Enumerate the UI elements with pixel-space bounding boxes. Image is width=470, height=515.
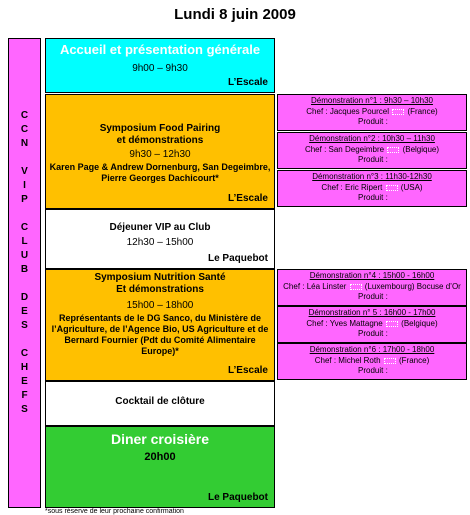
demo-produit: Produit : bbox=[358, 155, 388, 164]
demo-box: Démonstration n°6 : 17h00 - 18h00 Chef :… bbox=[277, 343, 467, 380]
demo-produit: Produit : bbox=[358, 366, 388, 375]
sidebar-letter: C bbox=[20, 124, 29, 135]
demo-produit: Produit : bbox=[358, 329, 388, 338]
food-speakers: Karen Page & Andrew Dornenburg, San Dege… bbox=[49, 162, 271, 183]
demo-box: Démonstration n° 5 : 16h00 - 17h00 Chef … bbox=[277, 306, 467, 343]
demo-produit: Produit : bbox=[358, 193, 388, 202]
demo-box: Démonstration n°4 : 15h00 - 16h00 Chef :… bbox=[277, 269, 467, 306]
demo-heading: Démonstration n°4 : 15h00 - 16h00 bbox=[309, 271, 435, 280]
demo-produit: Produit : bbox=[358, 292, 388, 301]
accueil-title: Accueil et présentation générale bbox=[59, 42, 261, 57]
block-accueil: Accueil et présentation générale 9h00 – … bbox=[45, 38, 275, 93]
demo-country: (USA) bbox=[400, 183, 423, 192]
demo-heading: Démonstration n°1 : 9h30 – 10h30 bbox=[311, 96, 433, 105]
dejeuner-location: Le Paquebot bbox=[207, 253, 268, 264]
nutrition-title-1: Symposium Nutrition Santé bbox=[94, 272, 226, 283]
demo-heading: Démonstration n° 5 : 16h00 - 17h00 bbox=[308, 308, 436, 317]
sidebar-letter bbox=[23, 151, 26, 165]
page-title: Lundi 8 juin 2009 bbox=[174, 6, 296, 23]
accueil-time: 9h00 – 9h30 bbox=[132, 63, 188, 74]
flag-icon bbox=[387, 146, 400, 153]
nutrition-title-2: Et démonstrations bbox=[116, 284, 204, 295]
sidebar-letter: C bbox=[20, 348, 29, 359]
sidebar-letter bbox=[23, 333, 26, 347]
diner-title: Diner croisière bbox=[110, 431, 210, 447]
sidebar-letter: H bbox=[20, 362, 29, 373]
demo-chef: Chef : Eric Ripert bbox=[321, 183, 383, 192]
sidebar-letter: E bbox=[21, 306, 28, 317]
cocktail-title: Cocktail de clôture bbox=[115, 396, 205, 407]
block-nutrition: Symposium Nutrition Santé Et démonstrati… bbox=[45, 269, 275, 381]
demo-country: (Belgique) bbox=[401, 319, 438, 328]
nutrition-time: 15h00 – 18h00 bbox=[126, 300, 194, 311]
block-cocktail: Cocktail de clôture bbox=[45, 381, 275, 426]
flag-icon bbox=[392, 108, 405, 115]
demo-chef: Chef : San Degeimbre bbox=[304, 145, 385, 154]
nutrition-location: L’Escale bbox=[227, 365, 268, 376]
block-diner: Diner croisière 20h00 Le Paquebot bbox=[45, 426, 275, 508]
sidebar-letter: L bbox=[21, 236, 28, 247]
diner-time: 20h00 bbox=[144, 451, 176, 463]
sidebar-letter: S bbox=[21, 320, 28, 331]
diner-location: Le Paquebot bbox=[207, 492, 268, 503]
flag-icon bbox=[383, 357, 396, 364]
food-title-1: Symposium Food Pairing bbox=[99, 123, 221, 134]
sidebar-letter: E bbox=[21, 376, 28, 387]
sidebar-letter: D bbox=[20, 292, 29, 303]
demo-produit: Produit : bbox=[358, 117, 388, 126]
block-food-pairing: Symposium Food Pairing et démonstrations… bbox=[45, 94, 275, 209]
food-location: L’Escale bbox=[227, 193, 268, 204]
sidebar-letter: C bbox=[20, 222, 29, 233]
sidebar-letter: S bbox=[21, 404, 28, 415]
footnote: *sous réserve de leur prochaine confirma… bbox=[45, 508, 184, 515]
sidebar-letter: I bbox=[23, 180, 26, 191]
sidebar-letter: P bbox=[21, 194, 28, 205]
demo-chef: Chef : Jacques Pourcel bbox=[306, 107, 389, 116]
sidebar-letter bbox=[23, 207, 26, 221]
food-time: 9h30 – 12h30 bbox=[129, 149, 191, 160]
demo-chef: Chef : Léa Linster bbox=[283, 282, 347, 291]
sidebar-letter: V bbox=[21, 166, 28, 177]
demo-chef: Chef : Michel Roth bbox=[314, 356, 381, 365]
flag-icon bbox=[349, 283, 362, 290]
demo-country: (France) bbox=[399, 356, 430, 365]
dejeuner-time: 12h30 – 15h00 bbox=[126, 237, 194, 248]
demo-heading: Démonstration n°2 : 10h30 – 11h30 bbox=[309, 134, 435, 143]
demo-heading: Démonstration n°3 : 11h30-12h30 bbox=[312, 172, 432, 181]
sidebar-letter: C bbox=[20, 110, 29, 121]
sidebar-letter bbox=[23, 277, 26, 291]
demo-country: (France) bbox=[407, 107, 438, 116]
sidebar-letter: B bbox=[20, 264, 29, 275]
dejeuner-title: Déjeuner VIP au Club bbox=[109, 222, 211, 233]
demo-chef: Chef : Yves Mattagne bbox=[306, 319, 383, 328]
flag-icon bbox=[385, 320, 398, 327]
accueil-location: L’Escale bbox=[227, 77, 268, 88]
sidebar-letter: N bbox=[20, 138, 29, 149]
demo-box: Démonstration n°1 : 9h30 – 10h30 Chef : … bbox=[277, 94, 467, 131]
demo-country: (Luxembourg) Bocuse d’Or bbox=[364, 282, 461, 291]
flag-icon bbox=[385, 184, 398, 191]
demo-country: (Belgique) bbox=[402, 145, 440, 154]
sidebar-letter: U bbox=[20, 250, 29, 261]
demo-box: Démonstration n°2 : 10h30 – 11h30 Chef :… bbox=[277, 132, 467, 169]
block-dejeuner: Déjeuner VIP au Club 12h30 – 15h00 Le Pa… bbox=[45, 209, 275, 269]
demo-box: Démonstration n°3 : 11h30-12h30 Chef : E… bbox=[277, 170, 467, 207]
food-title-2: et démonstrations bbox=[116, 135, 204, 146]
nutrition-speakers: Représentants de le DG Sanco, du Ministè… bbox=[51, 313, 269, 356]
sidebar-letter: F bbox=[21, 390, 28, 401]
demo-heading: Démonstration n°6 : 17h00 - 18h00 bbox=[309, 345, 435, 354]
